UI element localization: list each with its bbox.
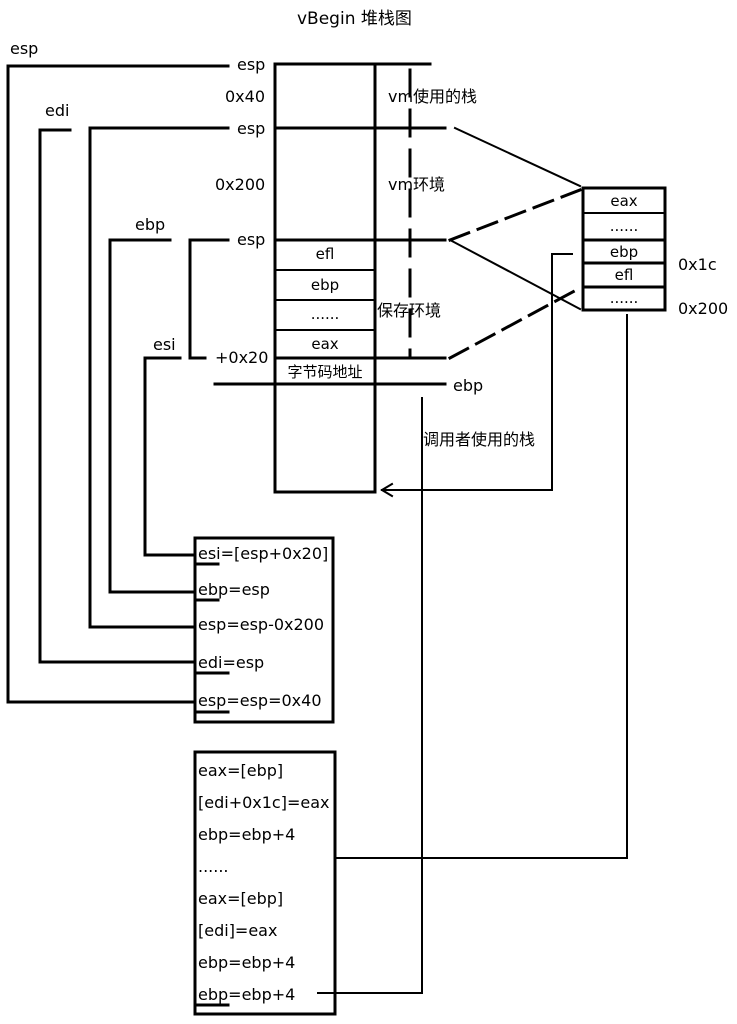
- context-cell-ellipsis-1: ......: [609, 217, 639, 235]
- context-cell-efl: efl: [614, 266, 634, 284]
- stack-offset-plus-0x20: +0x20: [215, 348, 269, 367]
- register-ebp-label: ebp: [135, 215, 166, 234]
- stack-cell-ebp: ebp: [310, 276, 340, 294]
- save-code-line: ......: [198, 857, 229, 876]
- init-code-line: ebp=esp: [198, 580, 270, 599]
- init-code-line: esp=esp=0x40: [198, 691, 322, 710]
- stack-esp-mid-label: esp: [237, 119, 266, 138]
- vm-context-box: [581, 186, 667, 312]
- init-code-box: [193, 536, 335, 724]
- save-code-line: eax=[ebp]: [198, 761, 284, 780]
- stack-cell-ellipsis: ......: [310, 305, 340, 323]
- save-code-box: [193, 750, 337, 1016]
- stack-ebp-right-label: ebp: [453, 376, 484, 395]
- stack-offset-0x200: 0x200: [215, 175, 266, 194]
- region-vm-env-label: vm环境: [388, 175, 446, 194]
- stack-cell-efl: efl: [315, 245, 335, 263]
- save-code-line: eax=[ebp]: [198, 889, 284, 908]
- register-edi-label: edi: [45, 101, 70, 120]
- context-cell-eax: eax: [610, 192, 638, 210]
- save-code-line: ebp=ebp+4: [198, 825, 296, 844]
- register-esp-label: esp: [10, 39, 39, 58]
- save-code-line: ebp=ebp+4: [198, 953, 296, 972]
- stack-offset-0x40: 0x40: [225, 87, 266, 106]
- main-stack-box: [273, 62, 377, 494]
- context-cell-ellipsis-2: ......: [609, 289, 639, 307]
- save-code-line: [edi]=eax: [198, 921, 278, 940]
- init-code-line: esi=[esp+0x20]: [198, 544, 329, 563]
- region-vm-stack-label: vm使用的栈: [388, 87, 478, 106]
- stack-esp-low-label: esp: [237, 230, 266, 249]
- register-esi-label: esi: [153, 335, 176, 354]
- region-caller-stack-label: 调用者使用的栈: [423, 430, 536, 449]
- init-code-line: esp=esp-0x200: [198, 615, 325, 634]
- context-cell-ebp: ebp: [609, 243, 639, 261]
- save-code-line: ebp=ebp+4: [198, 985, 296, 1004]
- diagram-title: vBegin 堆栈图: [297, 9, 412, 29]
- region-saved-env-label: 保存环境: [377, 301, 442, 320]
- init-code-line: edi=esp: [198, 653, 265, 672]
- stack-cell-eax: eax: [311, 335, 339, 353]
- context-offset-0x200: 0x200: [678, 299, 729, 318]
- save-code-line: [edi+0x1c]=eax: [198, 793, 330, 812]
- stack-cell-bytecode-address: 字节码地址: [287, 363, 363, 381]
- context-offset-0x1c: 0x1c: [678, 255, 717, 274]
- stack-esp-top-label: esp: [237, 55, 266, 74]
